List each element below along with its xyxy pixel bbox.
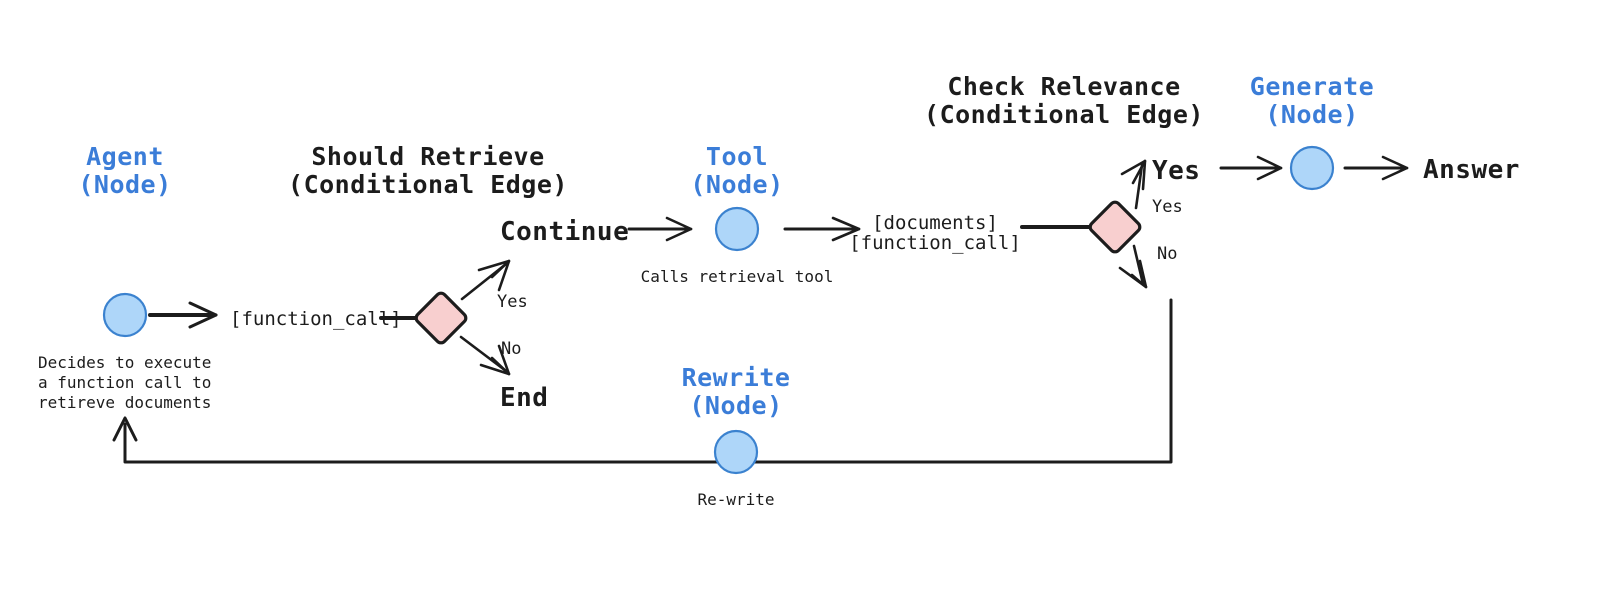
tool-to-state-arrow	[783, 216, 861, 242]
answer-label: Answer	[1423, 155, 1520, 185]
agent-caption-line3: retireve documents	[38, 393, 211, 412]
tool-node-title-line2: (Node)	[690, 170, 783, 199]
check-relevance-input-state-line2: [function_call]	[849, 232, 1021, 254]
rewrite-node-group[interactable]: Rewrite (Node) Re-write	[682, 363, 791, 509]
tool-node-title-line1: Tool	[706, 142, 768, 171]
should-retrieve-yes-arrow	[460, 259, 511, 301]
should-retrieve-diamond[interactable]	[414, 291, 468, 345]
check-relevance-diamond[interactable]	[1088, 200, 1142, 254]
should-retrieve-no-arrow	[459, 335, 511, 376]
rewrite-caption: Re-write	[697, 490, 774, 509]
should-retrieve-group[interactable]: Should Retrieve (Conditional Edge)	[288, 142, 568, 345]
generate-node-circle[interactable]	[1289, 145, 1335, 191]
tool-caption: Calls retrieval tool	[641, 267, 834, 286]
rewrite-node-title-line2: (Node)	[689, 391, 782, 420]
end-label: End	[500, 383, 548, 413]
agent-node-title-line2: (Node)	[78, 170, 171, 199]
check-relevance-yes-label: Yes	[1152, 197, 1183, 217]
should-retrieve-title-line2: (Conditional Edge)	[288, 170, 568, 199]
agent-node-group[interactable]: Agent (Node) Decides to execute a functi…	[38, 142, 211, 412]
check-relevance-group[interactable]: Check Relevance (Conditional Edge)	[924, 72, 1204, 254]
continue-label: Continue	[500, 217, 629, 247]
yes-target-label: Yes	[1152, 156, 1200, 186]
tool-node-circle[interactable]	[714, 206, 760, 252]
generate-node-title-line2: (Node)	[1265, 100, 1358, 129]
should-retrieve-title-line1: Should Retrieve	[311, 142, 544, 171]
generate-node-title-line1: Generate	[1250, 72, 1374, 101]
should-retrieve-yes-label: Yes	[497, 292, 528, 312]
check-relevance-title-line1: Check Relevance	[947, 72, 1180, 101]
agent-caption-line1: Decides to execute	[38, 353, 211, 372]
rewrite-node-circle[interactable]	[713, 429, 759, 475]
check-relevance-no-label: No	[1157, 244, 1177, 264]
agent-node-title-line1: Agent	[86, 142, 164, 171]
rewrite-feedback-path	[112, 298, 1173, 464]
tool-node-group[interactable]: Tool (Node) Calls retrieval tool	[641, 142, 834, 286]
agent-node-circle[interactable]	[102, 292, 148, 338]
check-relevance-yes-arrow	[1120, 159, 1147, 210]
should-retrieve-input-state: [function_call]	[230, 308, 402, 330]
rewrite-node-title-line1: Rewrite	[682, 363, 791, 392]
should-retrieve-no-label: No	[501, 339, 521, 359]
check-relevance-no-arrow	[1118, 244, 1148, 289]
continue-to-tool-arrow	[627, 216, 693, 242]
agent-to-state-arrow	[148, 301, 218, 329]
check-relevance-title-line2: (Conditional Edge)	[924, 100, 1204, 129]
agent-caption-line2: a function call to	[38, 373, 211, 392]
generate-node-group[interactable]: Generate (Node)	[1250, 72, 1374, 191]
yes-to-generate-arrow	[1219, 155, 1283, 181]
check-relevance-input-state-line1: [documents]	[872, 212, 998, 234]
generate-to-answer-arrow	[1343, 155, 1409, 181]
